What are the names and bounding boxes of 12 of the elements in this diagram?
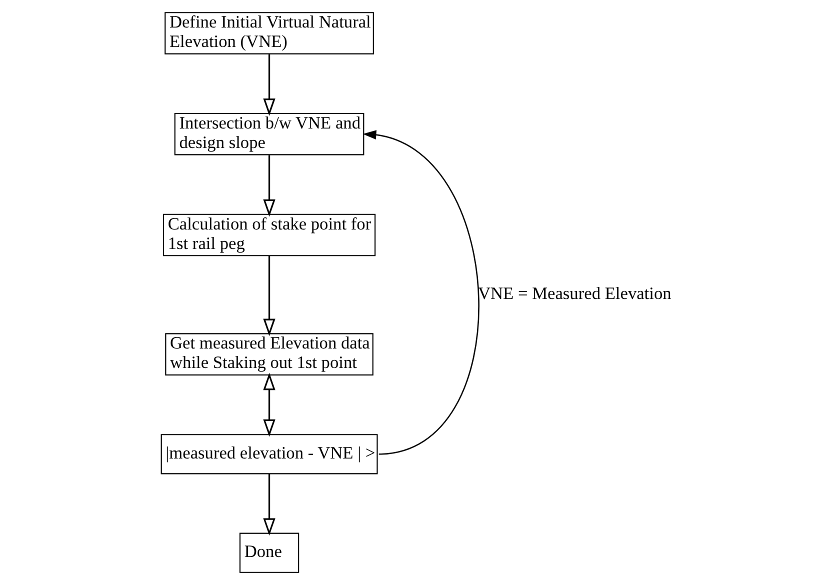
arrow — [362, 130, 479, 455]
node-box: Get measured Elevation data while Staking out 1st point — [164, 333, 373, 376]
node-box: Intersection b/w VNE and design slope — [174, 112, 364, 156]
node-box: |measured elevation - VNE | > — [160, 434, 378, 474]
node-box: Define Initial Virtual Natural Elevation (VNE) — [164, 12, 374, 54]
node-box: Done — [238, 532, 299, 573]
node-box: Calculation of stake point for 1st rail peg — [162, 214, 376, 256]
arrow — [262, 256, 275, 336]
arrow — [262, 474, 275, 536]
arrow — [262, 372, 275, 437]
arrow — [262, 54, 275, 116]
arrow — [262, 155, 275, 217]
